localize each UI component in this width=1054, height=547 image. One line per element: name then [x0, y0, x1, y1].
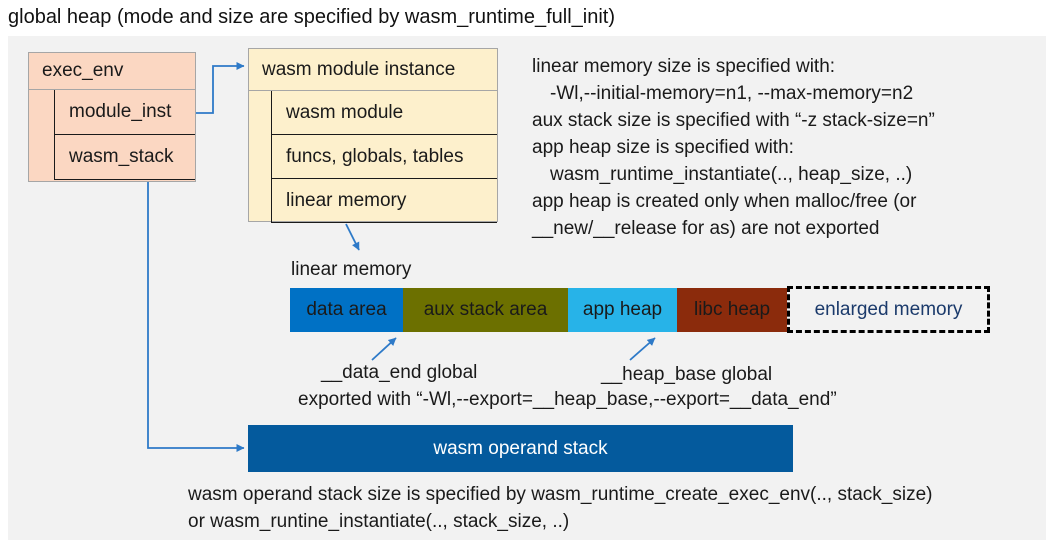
mem-segment-aux-stack-area: aux stack area: [403, 288, 568, 332]
note-line: aux stack size is specified with “-z sta…: [532, 110, 935, 131]
exported-flags-label: exported with “-Wl,--export=__heap_base,…: [298, 389, 837, 410]
note-line: -Wl,--initial-memory=n1, --max-memory=n2: [550, 83, 914, 104]
note-line: wasm_runtime_instantiate(.., heap_size, …: [550, 164, 913, 185]
mem-segment-enlarged-memory: enlarged memory: [787, 286, 990, 333]
diagram-title: global heap (mode and size are specified…: [8, 6, 615, 28]
mem-segment-data-area: data area: [290, 288, 403, 332]
heap-base-global-label: __heap_base global: [601, 364, 773, 385]
operand-stack-note-line2: or wasm_runtine_instantiate(.., stack_si…: [188, 511, 570, 532]
linear-memory-bar: data area aux stack area app heap libc h…: [290, 288, 787, 332]
operand-stack-note: wasm operand stack size is specified by …: [188, 481, 933, 535]
module-instance-box: wasm module instance wasm module funcs, …: [248, 48, 498, 223]
exec-env-row-wasm-stack: wasm_stack: [54, 135, 195, 180]
exec-env-header: exec_env: [29, 53, 195, 90]
linear-memory-label: linear memory: [291, 259, 412, 280]
exec-env-rows: module_inst wasm_stack: [54, 90, 195, 180]
exec-env-row-module-inst: module_inst: [54, 90, 195, 135]
operand-stack-note-line1: wasm operand stack size is specified by …: [188, 484, 933, 505]
data-end-global-label: __data_end global: [321, 362, 478, 383]
note-line: app heap is created only when malloc/fre…: [532, 191, 917, 212]
note-line: __new/__release for as) are not exported: [532, 218, 880, 239]
module-instance-row-funcs-globals-tables: funcs, globals, tables: [271, 135, 497, 179]
module-instance-row-wasm-module: wasm module: [271, 91, 497, 135]
wasm-operand-stack-box: wasm operand stack: [248, 425, 793, 472]
mem-segment-app-heap: app heap: [568, 288, 677, 332]
module-instance-row-linear-memory: linear memory: [271, 179, 497, 223]
module-instance-rows: wasm module funcs, globals, tables linea…: [271, 91, 497, 223]
module-instance-header: wasm module instance: [249, 49, 497, 91]
mem-segment-libc-heap: libc heap: [677, 288, 787, 332]
note-line: app heap size is specified with:: [532, 137, 794, 158]
exec-env-box: exec_env module_inst wasm_stack: [28, 52, 196, 182]
size-notes: linear memory size is specified with: -W…: [532, 53, 935, 242]
note-line: linear memory size is specified with:: [532, 56, 836, 77]
